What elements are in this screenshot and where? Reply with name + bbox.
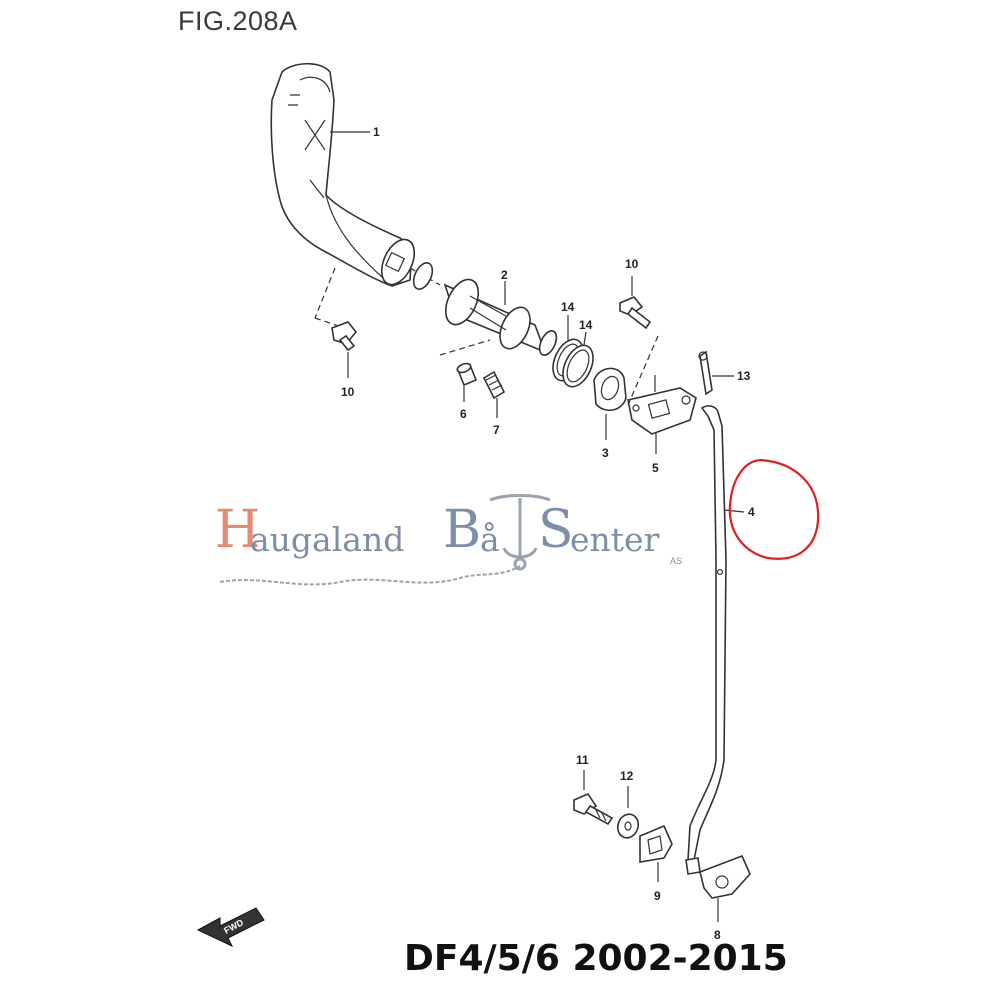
figure-title: FIG.208A <box>178 6 298 36</box>
watermark-s: S <box>538 500 574 560</box>
callout-13: 13 <box>737 369 751 383</box>
watermark-as: AS <box>670 556 683 566</box>
part-14-rings <box>552 315 594 388</box>
callout-12: 12 <box>620 769 634 783</box>
anchor-icon <box>489 494 551 571</box>
model-caption: DF4/5/6 2002-2015 <box>404 938 788 979</box>
watermark-augaland: augaland <box>250 520 405 559</box>
part-3-plate <box>593 367 627 440</box>
part-12-washer <box>616 786 640 839</box>
callout-5: 5 <box>652 461 659 475</box>
callout-1: 1 <box>373 125 380 139</box>
watermark-aa: å <box>480 520 500 559</box>
part-9-clip <box>639 824 673 882</box>
callout-10-top: 10 <box>625 257 639 271</box>
part-10-bolt-top <box>619 276 659 406</box>
watermark-h: H <box>215 500 261 560</box>
callout-14b: 14 <box>579 318 593 332</box>
callout-11: 11 <box>576 753 589 767</box>
part-11-bolt <box>573 770 614 826</box>
callout-2: 2 <box>501 268 508 282</box>
callout-14a: 14 <box>561 300 575 314</box>
part-10-bolt-left <box>314 267 358 378</box>
watermark-b: B <box>443 500 482 560</box>
part-6-pin <box>439 339 491 402</box>
part-5-bracket <box>627 387 697 454</box>
part-4-rod <box>685 405 745 875</box>
callout-4: 4 <box>748 505 755 519</box>
callout-10-left: 10 <box>341 385 355 399</box>
fwd-arrow: FWD <box>196 907 265 948</box>
highlight-circle <box>728 458 820 560</box>
watermark-enter: enter <box>570 520 660 559</box>
part-7-spring <box>482 370 506 418</box>
callout-8: 8 <box>714 928 721 942</box>
callout-6: 6 <box>460 407 467 421</box>
callout-7: 7 <box>493 423 500 437</box>
part-1-tiller-handle <box>270 62 416 287</box>
watermark-chain <box>219 565 521 586</box>
part-8-holder <box>699 854 751 922</box>
callout-9: 9 <box>654 889 661 903</box>
part-2-shaft <box>409 262 558 356</box>
callout-3: 3 <box>602 446 609 460</box>
part-13-cotter-pin <box>698 350 734 396</box>
